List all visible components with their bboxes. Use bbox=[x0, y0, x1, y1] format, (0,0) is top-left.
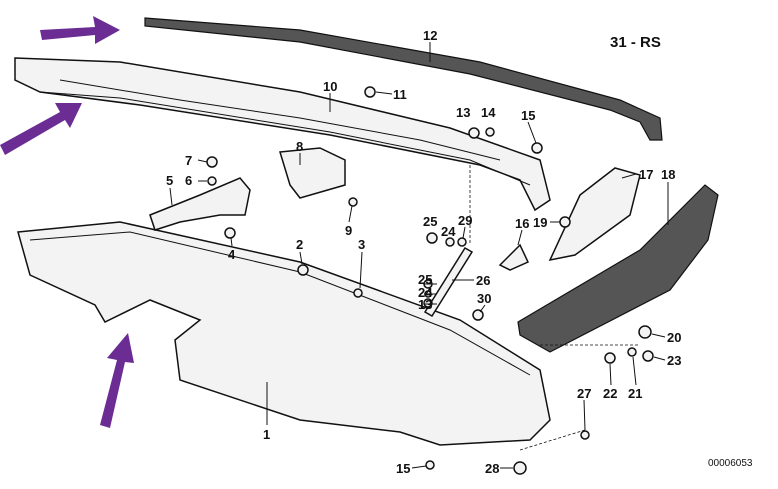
callout-2[interactable]: 2 bbox=[296, 237, 303, 252]
arrow-icon bbox=[40, 16, 120, 44]
callout-19[interactable]: 19 bbox=[533, 215, 547, 230]
callout-4[interactable]: 4 bbox=[228, 247, 236, 262]
callout-6[interactable]: 6 bbox=[185, 173, 192, 188]
carrier-slot-line bbox=[59, 79, 501, 161]
callout-29[interactable]: 29 bbox=[458, 213, 472, 228]
callout-27[interactable]: 27 bbox=[577, 386, 591, 401]
carrier-edge-line bbox=[39, 91, 531, 186]
callout-10[interactable]: 10 bbox=[323, 79, 337, 94]
callout-14[interactable]: 14 bbox=[481, 105, 496, 120]
callout-15b[interactable]: 15 bbox=[396, 461, 410, 476]
leader-lines bbox=[169, 42, 669, 469]
callout-17[interactable]: 17 bbox=[639, 167, 653, 182]
arrow-icon bbox=[100, 333, 134, 428]
callout-18[interactable]: 18 bbox=[661, 167, 675, 182]
callout-26[interactable]: 26 bbox=[476, 273, 490, 288]
callout-20[interactable]: 20 bbox=[667, 330, 681, 345]
clip-part-16[interactable] bbox=[498, 243, 530, 271]
highlight-arrows bbox=[0, 16, 134, 428]
callout-25b[interactable]: 25 bbox=[418, 272, 432, 287]
callout-3[interactable]: 3 bbox=[358, 237, 365, 252]
callout-11[interactable]: 11 bbox=[393, 87, 407, 102]
callout-30[interactable]: 30 bbox=[477, 291, 491, 306]
callout-9[interactable]: 9 bbox=[345, 223, 352, 238]
corner-strip-part-18[interactable] bbox=[517, 184, 719, 353]
callout-13[interactable]: 13 bbox=[456, 105, 470, 120]
callout-1[interactable]: 1 bbox=[263, 427, 270, 442]
callout-24b[interactable]: 24 bbox=[418, 285, 433, 300]
callout-25[interactable]: 25 bbox=[423, 214, 437, 229]
bracket-part-17[interactable] bbox=[548, 167, 641, 262]
callout-12[interactable]: 12 bbox=[423, 28, 437, 43]
callout-21[interactable]: 21 bbox=[628, 386, 642, 401]
image-number: 00006053 bbox=[708, 458, 753, 469]
bracket-part-8[interactable] bbox=[279, 147, 346, 199]
fasteners bbox=[206, 86, 654, 475]
bumper-carrier-part-10[interactable] bbox=[14, 57, 551, 212]
callout-16[interactable]: 16 bbox=[515, 216, 529, 231]
rod-part-26[interactable] bbox=[423, 246, 474, 318]
callout-24[interactable]: 24 bbox=[441, 224, 456, 239]
callout-23[interactable]: 23 bbox=[667, 353, 681, 368]
bracket-part-5[interactable] bbox=[149, 177, 251, 231]
callout-13b[interactable]: 13 bbox=[418, 297, 432, 312]
trim-strip-part-12[interactable] bbox=[144, 17, 663, 141]
callout-8[interactable]: 8 bbox=[296, 139, 303, 154]
callout-7[interactable]: 7 bbox=[185, 153, 192, 168]
callout-22[interactable]: 22 bbox=[603, 386, 617, 401]
callout-15[interactable]: 15 bbox=[521, 108, 535, 123]
arrow-icon bbox=[0, 103, 82, 155]
callout-28[interactable]: 28 bbox=[485, 461, 499, 476]
group-code: 31 - RS bbox=[610, 34, 661, 51]
callout-5[interactable]: 5 bbox=[166, 173, 173, 188]
